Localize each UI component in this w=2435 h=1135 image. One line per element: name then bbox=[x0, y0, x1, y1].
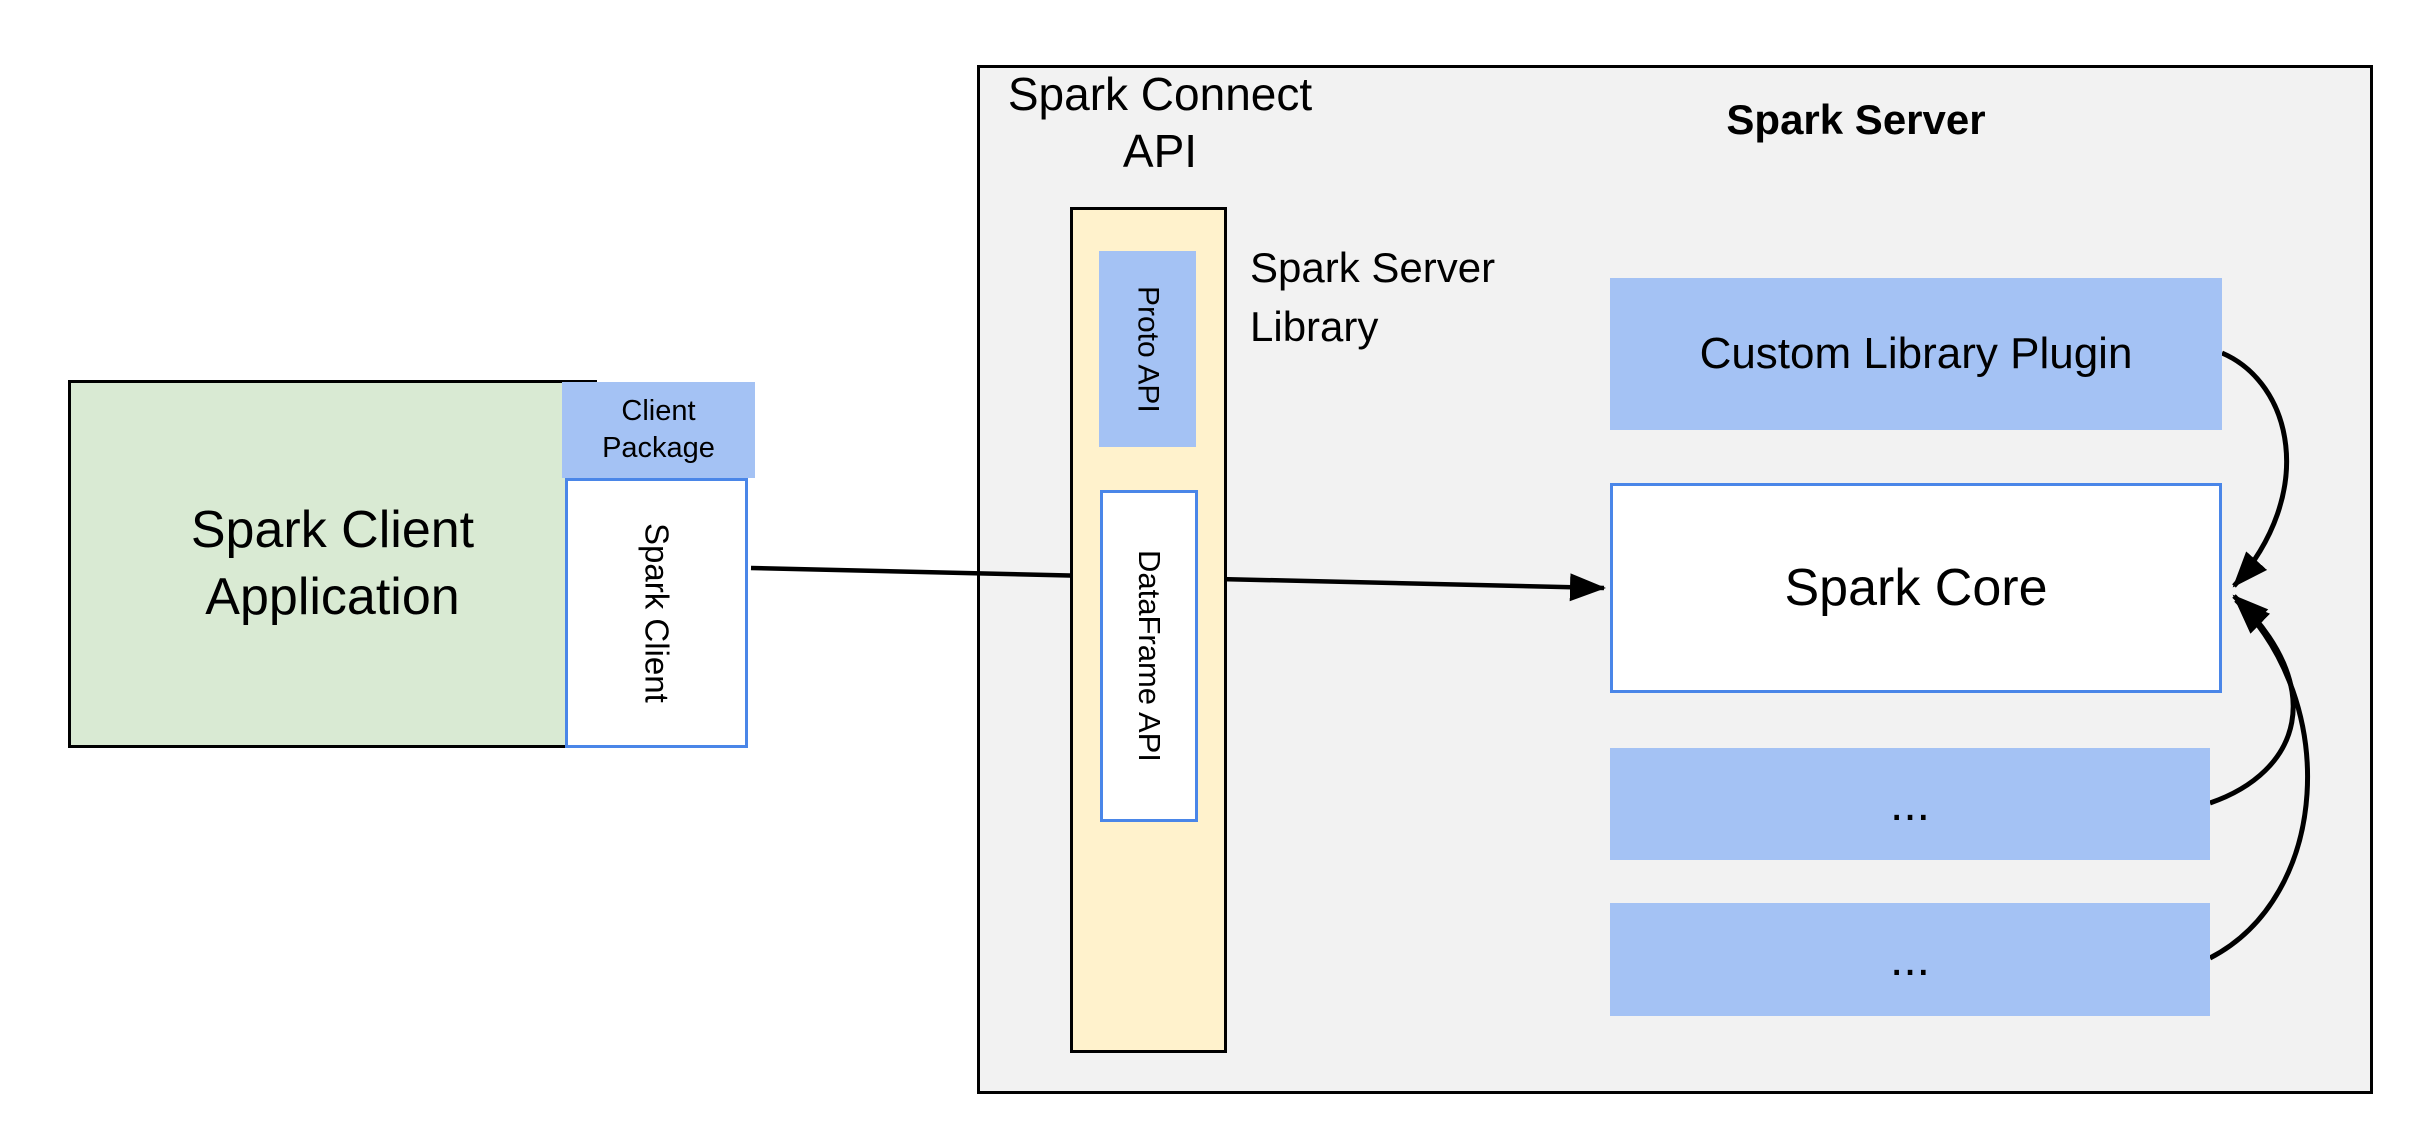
plugin-slot-2-box: ... bbox=[1610, 903, 2210, 1016]
plugin-slot-2-label: ... bbox=[1889, 933, 1930, 986]
plugin-slot-1-label: ... bbox=[1889, 777, 1930, 831]
slot2-to-spark-core-arrow bbox=[2208, 598, 2311, 961]
spark-client-label: Spark Client bbox=[638, 523, 676, 703]
spark-core-box: Spark Core bbox=[1610, 483, 2222, 693]
proto-api-label: Proto API bbox=[1131, 285, 1165, 413]
spark-client-application-label: Spark Client Application bbox=[190, 501, 475, 626]
spark-server-library-label: Spark Server Library bbox=[1250, 244, 1496, 350]
spark-connect-api-title: Spark Connect API bbox=[1007, 68, 1313, 177]
slot1-to-spark-core-arrow bbox=[2209, 594, 2296, 806]
dataframe-api-box: DataFrame API bbox=[1100, 490, 1198, 822]
client-package-label: Client Package bbox=[602, 395, 715, 464]
spark-server-title: Spark Server bbox=[1726, 96, 1986, 143]
custom-library-plugin-label: Custom Library Plugin bbox=[1699, 329, 2133, 378]
custom-library-plugin-box: Custom Library Plugin bbox=[1610, 278, 2222, 430]
proto-api-box: Proto API bbox=[1099, 251, 1196, 447]
client-package-box: Client Package bbox=[562, 382, 755, 478]
dataframe-api-label: DataFrame API bbox=[1132, 550, 1167, 762]
plugin-to-spark-core-arrow bbox=[2221, 350, 2290, 588]
spark-client-application-box: Spark Client Application bbox=[68, 380, 597, 748]
spark-client-box: Spark Client bbox=[565, 478, 748, 748]
plugin-slot-1-box: ... bbox=[1610, 748, 2210, 860]
spark-core-label: Spark Core bbox=[1784, 559, 2048, 617]
